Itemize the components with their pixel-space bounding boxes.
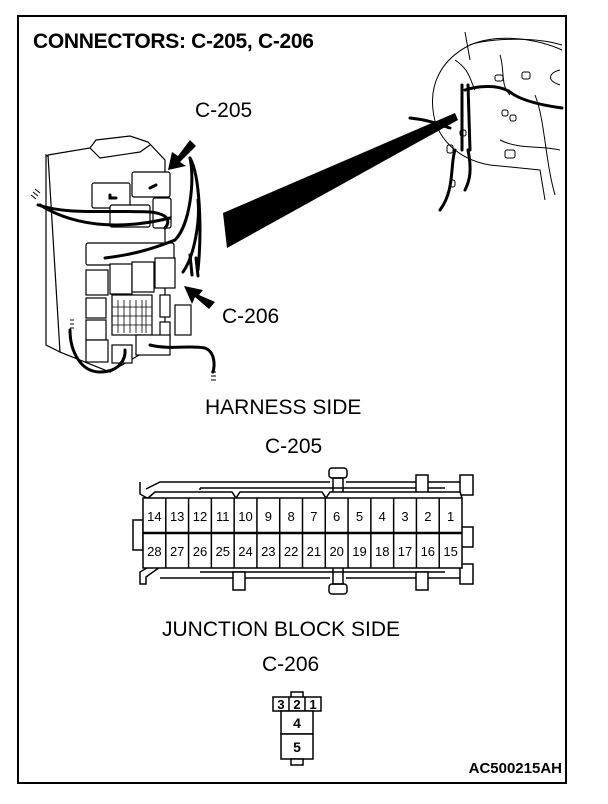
fuse-grid — [112, 300, 152, 333]
wire-harness — [36, 156, 216, 374]
c205-pin: 26 — [192, 544, 208, 559]
c205-pin: 1 — [446, 509, 455, 524]
c205-pin: 27 — [169, 544, 185, 559]
c206-pin: 4 — [293, 715, 301, 731]
c205-pin: 20 — [329, 544, 344, 559]
c205-pin: 17 — [397, 544, 413, 559]
wire-ends — [30, 188, 216, 381]
c205-pin: 19 — [352, 544, 367, 559]
c206-pin: 3 — [277, 697, 285, 712]
c205-pin: 25 — [215, 544, 230, 559]
location-pointer-wedge — [223, 113, 458, 248]
c205-pin: 3 — [401, 509, 409, 524]
c205-pin: 18 — [375, 544, 390, 559]
c205-pin: 12 — [192, 509, 208, 524]
harness-side-label: HARNESS SIDE — [205, 396, 362, 419]
dashboard-harness — [408, 83, 564, 212]
c205-pin: 5 — [355, 509, 364, 524]
c205-connector-label: C-205 — [265, 435, 323, 458]
c205-pin-dividers — [165, 498, 440, 568]
c206-callout-label: C-206 — [222, 305, 280, 328]
c205-pin: 14 — [147, 509, 162, 524]
c205-pin: 4 — [378, 509, 386, 524]
c205-pin: 21 — [306, 544, 322, 559]
c205-pin: 22 — [283, 544, 299, 559]
c206-arrow — [184, 286, 215, 309]
c205-connector-shell — [132, 467, 474, 595]
c205-pin: 11 — [215, 509, 230, 524]
figure-code: AC500215AH — [468, 760, 562, 777]
c205-pin: 10 — [238, 509, 253, 524]
diagram-frame — [17, 15, 567, 784]
c205-pin: 6 — [333, 509, 341, 524]
diagram-title: CONNECTORS: C-205, C-206 — [33, 30, 314, 53]
c205-pin: 15 — [443, 544, 458, 559]
c205-callout-label: C-205 — [195, 99, 253, 122]
c205-pin: 23 — [261, 544, 276, 559]
c206-pin: 1 — [309, 697, 317, 712]
c205-pin: 7 — [310, 509, 318, 524]
c206-pin: 2 — [293, 697, 301, 712]
c206-connector — [272, 691, 322, 766]
junction-block-illustration — [45, 135, 192, 373]
junction-block-side-label: JUNCTION BLOCK SIDE — [162, 618, 401, 641]
c205-pin: 24 — [238, 544, 253, 559]
c205-pin: 2 — [424, 509, 432, 524]
c205-pin: 13 — [169, 509, 185, 524]
c205-pin: 8 — [287, 509, 295, 524]
c205-pin: 16 — [420, 544, 436, 559]
c205-pin: 28 — [147, 544, 162, 559]
c205-pin: 9 — [264, 509, 272, 524]
c206-connector-label: C-206 — [262, 653, 320, 676]
c206-pin: 5 — [293, 739, 301, 755]
c205-arrow — [168, 140, 196, 170]
